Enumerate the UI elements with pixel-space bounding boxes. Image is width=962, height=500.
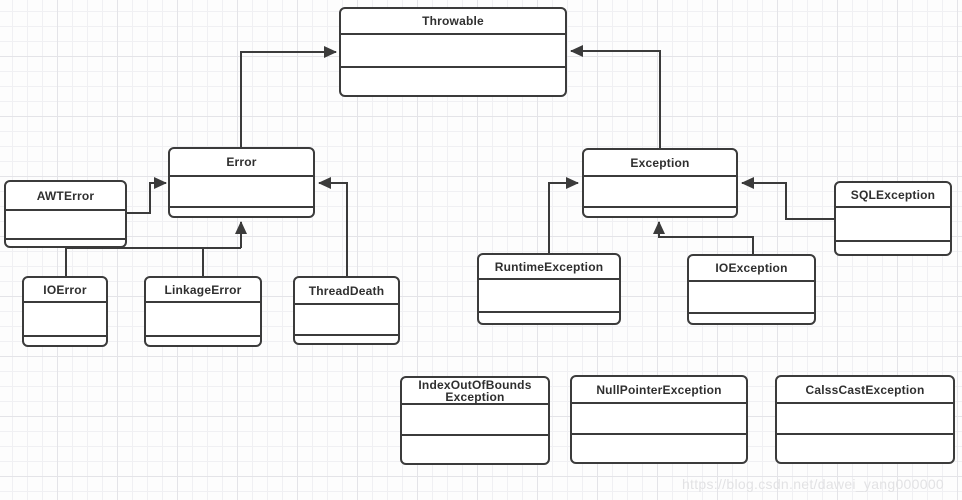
class-title-error: Error — [170, 149, 313, 177]
class-title-threaddeath: ThreadDeath — [295, 278, 398, 305]
class-fields-error — [170, 177, 313, 208]
class-methods-runtimeexception — [479, 313, 619, 323]
class-box-sqlexception[interactable]: SQLException — [834, 181, 952, 256]
class-methods-exception — [584, 208, 736, 216]
edge-threaddeath-error[interactable] — [318, 177, 348, 276]
class-box-ioexception[interactable]: IOException — [687, 254, 816, 325]
class-title-ioerror: IOError — [24, 278, 106, 303]
class-fields-ioexception — [689, 282, 814, 314]
class-title-runtimeexception: RuntimeException — [479, 255, 619, 280]
class-fields-sqlexception — [836, 208, 950, 242]
class-box-exception[interactable]: Exception — [582, 148, 738, 218]
class-methods-linkageerror — [146, 337, 260, 345]
class-methods-ioexception — [689, 314, 814, 323]
class-title-throwable: Throwable — [341, 9, 565, 35]
class-fields-nullpointerexception — [572, 404, 746, 435]
class-methods-error — [170, 208, 313, 216]
class-title-ioexception: IOException — [689, 256, 814, 282]
class-fields-awterror — [6, 211, 125, 240]
edge-error-throwable[interactable] — [240, 46, 337, 147]
class-box-nullpointerexception[interactable]: NullPointerException — [570, 375, 748, 464]
class-box-indexoutofboundsexception[interactable]: IndexOutOfBounds Exception — [400, 376, 550, 465]
edge-sqlexception-exception[interactable] — [741, 177, 834, 220]
class-box-throwable[interactable]: Throwable — [339, 7, 567, 97]
class-methods-nullpointerexception — [572, 435, 746, 462]
class-methods-awterror — [6, 240, 125, 246]
class-title-indexoutofboundsexception: IndexOutOfBounds Exception — [402, 378, 548, 405]
class-box-awterror[interactable]: AWTError — [4, 180, 127, 248]
class-methods-ioerror — [24, 337, 106, 345]
class-box-runtimeexception[interactable]: RuntimeException — [477, 253, 621, 325]
class-methods-sqlexception — [836, 242, 950, 254]
class-box-ioerror[interactable]: IOError — [22, 276, 108, 347]
class-fields-indexoutofboundsexception — [402, 405, 548, 436]
edge-runtimeexception-exception[interactable] — [548, 177, 579, 253]
class-fields-exception — [584, 177, 736, 208]
class-box-threaddeath[interactable]: ThreadDeath — [293, 276, 400, 345]
watermark-url: https://blog.csdn.net/dawei_yang000000 — [681, 476, 944, 492]
class-title-linkageerror: LinkageError — [146, 278, 260, 303]
class-fields-throwable — [341, 35, 565, 68]
edge-exception-throwable[interactable] — [570, 45, 661, 148]
class-fields-threaddeath — [295, 305, 398, 336]
class-fields-runtimeexception — [479, 280, 619, 313]
class-fields-ioerror — [24, 303, 106, 337]
class-title-awterror: AWTError — [6, 182, 125, 211]
class-box-calsscastexception[interactable]: CalssCastException — [775, 375, 955, 464]
class-title-nullpointerexception: NullPointerException — [572, 377, 746, 404]
class-box-error[interactable]: Error — [168, 147, 315, 218]
class-box-linkageerror[interactable]: LinkageError — [144, 276, 262, 347]
edge-awterror-error[interactable] — [127, 177, 167, 214]
class-methods-threaddeath — [295, 336, 398, 343]
class-title-calsscastexception: CalssCastException — [777, 377, 953, 404]
class-methods-calsscastexception — [777, 435, 953, 462]
class-fields-linkageerror — [146, 303, 260, 337]
edge-ioexception-exception[interactable] — [653, 221, 754, 254]
class-title-sqlexception: SQLException — [836, 183, 950, 208]
class-methods-indexoutofboundsexception — [402, 436, 548, 463]
class-fields-calsscastexception — [777, 404, 953, 435]
class-methods-throwable — [341, 68, 565, 95]
class-title-exception: Exception — [584, 150, 736, 177]
